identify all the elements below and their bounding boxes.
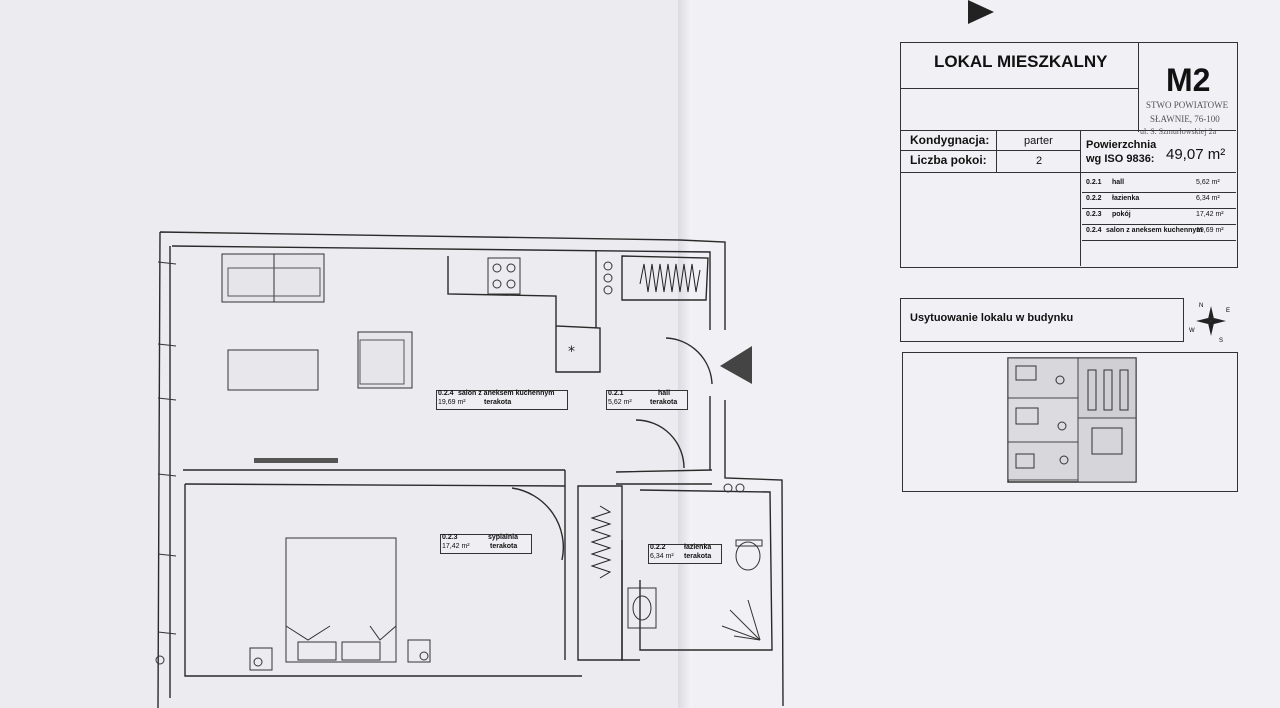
room-list-divider	[1082, 240, 1236, 241]
area-label-2: wg ISO 9836:	[1086, 153, 1155, 165]
hall-floor: terakota	[650, 399, 678, 406]
room-list-code: 0.2.3	[1086, 211, 1102, 218]
compass-n: N	[1199, 303, 1203, 309]
room-list-code: 0.2.1	[1086, 179, 1102, 186]
hall-code: 0.2.1	[608, 390, 624, 397]
rooms-label: Liczba pokoi:	[910, 153, 987, 167]
building-location-frame	[902, 352, 1238, 492]
room-list-divider	[1082, 224, 1236, 225]
location-label: Usytuowanie lokalu w budynku	[910, 312, 1074, 324]
floor-plan-drawing: *	[155, 231, 784, 708]
location-header	[900, 298, 1184, 342]
hall-area: 5,62 m²	[608, 399, 632, 406]
room-list-name: pokój	[1112, 211, 1131, 218]
room-list-divider	[1082, 192, 1236, 193]
room-list-code: 0.2.4	[1086, 227, 1102, 234]
sypialnia-area: 17,42 m²	[442, 543, 470, 550]
compass-icon: N E W S	[1189, 303, 1230, 344]
room-list-divider	[1082, 208, 1236, 209]
building-plan-image	[1007, 357, 1137, 483]
salon-code: 0.2.4	[438, 390, 454, 397]
area-label-1: Powierzchnia	[1086, 139, 1157, 151]
unit-code: M2	[1166, 62, 1211, 98]
compass-w: W	[1189, 328, 1195, 334]
room-list-area: 6,34 m²	[1196, 195, 1220, 202]
label-hall	[606, 390, 688, 410]
paper-sheet-right	[678, 0, 1280, 708]
sypialnia-code: 0.2.3	[442, 534, 458, 541]
room-list-name: hall	[1112, 179, 1125, 186]
paper-fold	[678, 0, 692, 708]
room-list-name: łazienka	[1112, 195, 1140, 202]
stamp-line-1: STWO POWIATOWE	[1146, 100, 1229, 110]
lazienka-name: łazienka	[684, 544, 712, 551]
lazienka-area: 6,34 m²	[650, 553, 674, 560]
area-value: 49,07 m²	[1166, 146, 1226, 163]
label-salon	[436, 390, 568, 410]
stamp-line-3: ul. S. Szmurłowskiej 2a	[1140, 127, 1217, 136]
salon-name: salon z aneksem kuchennym	[458, 390, 555, 397]
room-list-code: 0.2.2	[1086, 195, 1102, 202]
sypialnia-name: sypialnia	[488, 534, 518, 541]
room-list-area: 19,69 m²	[1196, 227, 1224, 234]
room-list-area: 5,62 m²	[1196, 179, 1220, 186]
room-list-name: salon z aneksem kuchennym	[1106, 227, 1203, 234]
compass-e: E	[1226, 308, 1230, 314]
floor-value: parter	[1024, 135, 1053, 147]
hall-name: hall	[658, 390, 671, 397]
floor-label: Kondygnacja:	[910, 133, 990, 147]
svg-text:*: *	[568, 344, 575, 360]
salon-area: 19,69 m²	[438, 399, 466, 406]
rooms-value: 2	[1036, 155, 1043, 167]
salon-floor: terakota	[484, 399, 512, 406]
title-block	[900, 42, 1238, 268]
sypialnia-floor: terakota	[490, 543, 518, 550]
label-sypialnia	[440, 534, 532, 554]
room-list-area: 17,42 m²	[1196, 211, 1224, 218]
play-arrow-icon	[968, 0, 994, 24]
stamp-line-2: SŁAWNIE, 76-100	[1150, 114, 1220, 124]
lazienka-code: 0.2.2	[650, 544, 666, 551]
sheet-heading: LOKAL MIESZKALNY	[934, 52, 1108, 71]
lazienka-floor: terakota	[684, 553, 712, 560]
compass-s: S	[1219, 338, 1223, 344]
label-lazienka	[648, 544, 722, 564]
